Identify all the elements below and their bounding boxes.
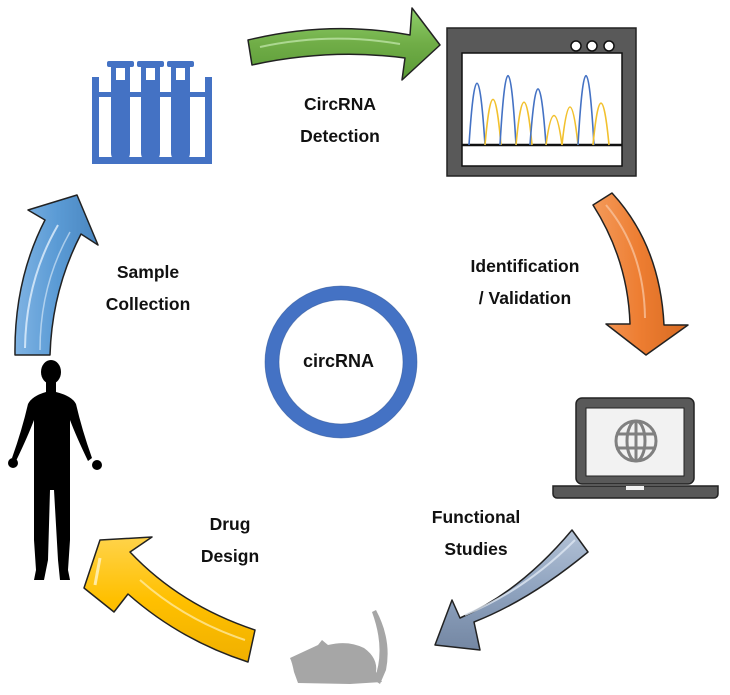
chromatogram-peak bbox=[545, 114, 563, 146]
label-line: Drug bbox=[209, 514, 251, 534]
chromatogram-peak bbox=[468, 82, 486, 146]
laptop-globe-icon bbox=[552, 397, 719, 499]
arrow-drug-design bbox=[83, 536, 256, 663]
label-line: Collection bbox=[105, 294, 191, 314]
chromatogram-peak bbox=[561, 106, 579, 146]
chromatogram-peak bbox=[529, 88, 547, 146]
arrow-identification bbox=[592, 192, 689, 356]
label-line: Sample bbox=[116, 262, 180, 282]
chromatogram-peak bbox=[515, 101, 533, 146]
label-line: Functional bbox=[431, 507, 521, 527]
label-line: Design bbox=[200, 546, 260, 566]
label-line: CircRNA bbox=[304, 94, 376, 114]
sequencer-monitor-icon bbox=[446, 27, 637, 177]
arrow-functional bbox=[434, 529, 589, 651]
label-line: Identification bbox=[470, 256, 580, 276]
chromatogram-peak bbox=[499, 74, 517, 146]
label-line: Studies bbox=[444, 539, 508, 559]
step-label-sample-collection: Sample Collection bbox=[92, 256, 204, 320]
step-label-identification: Identification / Validation bbox=[452, 250, 598, 314]
mouse-icon bbox=[290, 610, 388, 684]
arrow-detection bbox=[247, 7, 441, 81]
step-label-functional: Functional Studies bbox=[416, 501, 536, 565]
label-line: Detection bbox=[300, 126, 380, 146]
circrna-ring bbox=[264, 285, 418, 439]
globe-icon bbox=[614, 419, 658, 463]
step-label-drug-design: Drug Design bbox=[185, 508, 275, 572]
chromatogram-peak bbox=[484, 98, 502, 146]
test-tubes-icon bbox=[92, 61, 212, 164]
arrow-sample-collection bbox=[14, 194, 99, 356]
label-line: / Validation bbox=[478, 288, 572, 308]
center-label: circRNA bbox=[303, 351, 375, 371]
chromatogram-peak bbox=[577, 74, 595, 146]
human-silhouette-icon bbox=[8, 360, 102, 580]
step-label-detection: CircRNA Detection bbox=[285, 88, 395, 152]
chromatogram-traces bbox=[468, 74, 610, 146]
chromatogram-peak bbox=[592, 102, 610, 146]
